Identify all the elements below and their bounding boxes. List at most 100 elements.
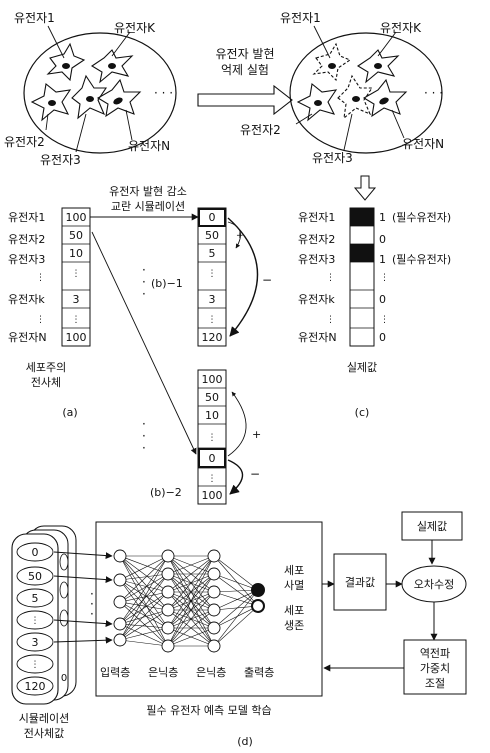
neural-network — [113, 549, 265, 653]
model-caption: 필수 유전자 예측 모델 학습 — [146, 704, 271, 717]
output-label: 세포 — [284, 604, 304, 617]
svg-text:⋮: ⋮ — [31, 616, 40, 626]
output-label: 생존 — [284, 619, 304, 632]
row-label: 유전자2 — [8, 233, 45, 246]
nn-edge — [119, 579, 169, 647]
svg-text:⋮: ⋮ — [72, 269, 81, 279]
panel-label: (c) — [355, 406, 370, 419]
svg-text:⋮: ⋮ — [208, 269, 217, 279]
svg-text:·: · — [90, 607, 94, 621]
input-value: 3 — [32, 636, 39, 649]
nn-node — [161, 549, 175, 563]
svg-text:⋮: ⋮ — [36, 315, 45, 325]
input-value: 5 — [32, 592, 39, 605]
nn-edge — [119, 601, 169, 611]
layer-label: 입력층 — [100, 666, 130, 679]
panel-c-actual: 유전자1 유전자2 유전자3 ⋮ 유전자k ⋮ 유전자N 1 0 1 ⋮ 0 ⋮… — [298, 207, 451, 419]
knockdown-experiment-arrow: 유전자 발현 억제 실험 — [197, 47, 293, 116]
svg-text:·: · — [142, 275, 146, 289]
svg-text:·: · — [142, 441, 146, 455]
nn-node — [113, 595, 127, 609]
nn-edge — [213, 573, 259, 591]
output-label: 사멸 — [284, 579, 304, 592]
input-value: 50 — [28, 570, 42, 583]
gene-label: 유전자3 — [312, 151, 353, 165]
column-b1: 0 50 5 ⋮ 3 ⋮ 120 + − · · · (b)−1 — [142, 207, 272, 347]
nn-edge — [213, 573, 259, 607]
nn-edge — [213, 605, 259, 647]
nn-node — [207, 621, 221, 635]
nn-edge — [119, 573, 169, 641]
nn-edge — [119, 623, 169, 647]
arrow-label: 유전자 발현 — [215, 47, 274, 61]
ellipsis: · · · — [424, 86, 443, 100]
gene-label: 유전자2 — [240, 123, 281, 137]
nn-edge — [119, 555, 169, 575]
nn-edge — [119, 579, 169, 611]
nn-edge — [119, 555, 169, 625]
cell-population-after: 유전자1 유전자K 유전자2 유전자3 유전자N · · · — [240, 11, 444, 201]
nn-edge — [119, 609, 169, 641]
nn-node — [113, 573, 127, 587]
nn-edge — [213, 589, 259, 611]
row-label: 유전자k — [298, 293, 335, 306]
nn-edge — [167, 555, 215, 629]
panel-label: (a) — [62, 406, 77, 419]
nn-edge — [119, 555, 169, 647]
back-card-value: 0 — [61, 673, 67, 684]
svg-text:⋮: ⋮ — [208, 315, 217, 325]
svg-text:·: · — [90, 587, 94, 601]
backprop-label: 조절 — [425, 677, 445, 690]
output-node-death — [251, 583, 265, 597]
nn-edge — [167, 555, 215, 611]
sim-value: 3 — [209, 293, 216, 306]
nn-edge — [213, 605, 259, 629]
nn-edge — [119, 627, 169, 641]
row-label: 유전자1 — [8, 211, 45, 224]
label-b2: (b)−2 — [150, 486, 182, 499]
nn-edge — [167, 555, 215, 647]
input-caption: 전사체값 — [24, 727, 64, 740]
gene-label: 유전자3 — [40, 153, 81, 167]
svg-text:⋮: ⋮ — [326, 315, 335, 325]
error-label: 오차수정 — [414, 578, 454, 591]
cell-geneN — [362, 78, 408, 118]
gene-label: 유전자N — [128, 139, 170, 153]
svg-text:·: · — [142, 287, 146, 301]
nn-node — [161, 567, 175, 581]
column-b2: 100 50 10 ⋮ 0 ⋮ 100 + − · · · (b)−2 — [142, 369, 261, 505]
backprop-label: 가중치 — [420, 662, 450, 675]
svg-text:·: · — [142, 417, 146, 431]
result-label: 결과값 — [345, 576, 375, 589]
sim-label: 유전자 발현 감소 — [109, 185, 187, 198]
nn-node — [113, 633, 127, 647]
nn-edge — [119, 555, 169, 593]
nn-node — [161, 621, 175, 635]
cell-gene3 — [71, 74, 108, 120]
row-label: 유전자3 — [8, 253, 45, 266]
model-frame — [95, 521, 323, 697]
nn-edge — [119, 601, 169, 647]
gene-label: 유전자N — [402, 137, 444, 151]
essential-note: (필수유전자) — [392, 253, 451, 266]
nn-edge — [119, 555, 169, 629]
cell-geneK — [90, 49, 134, 84]
row-label: 유전자N — [298, 331, 337, 344]
cell-geneK — [356, 49, 400, 84]
nn-edge — [119, 573, 169, 603]
svg-text:⋮: ⋮ — [72, 315, 81, 325]
label-value: 1 — [379, 253, 386, 266]
label-value: 0 — [379, 331, 386, 344]
sim-value: 120 — [202, 331, 223, 344]
svg-text:⋮: ⋮ — [380, 273, 389, 283]
plus-sign: + — [236, 231, 244, 241]
sim-value: 50 — [205, 391, 219, 404]
backprop-box — [403, 639, 467, 695]
caption: 세포주의 — [26, 361, 66, 374]
input-value: 120 — [25, 680, 46, 693]
nn-edge — [213, 555, 259, 591]
nn-edge — [119, 591, 169, 625]
sim-value: 0 — [209, 452, 216, 465]
nn-node — [161, 639, 175, 653]
